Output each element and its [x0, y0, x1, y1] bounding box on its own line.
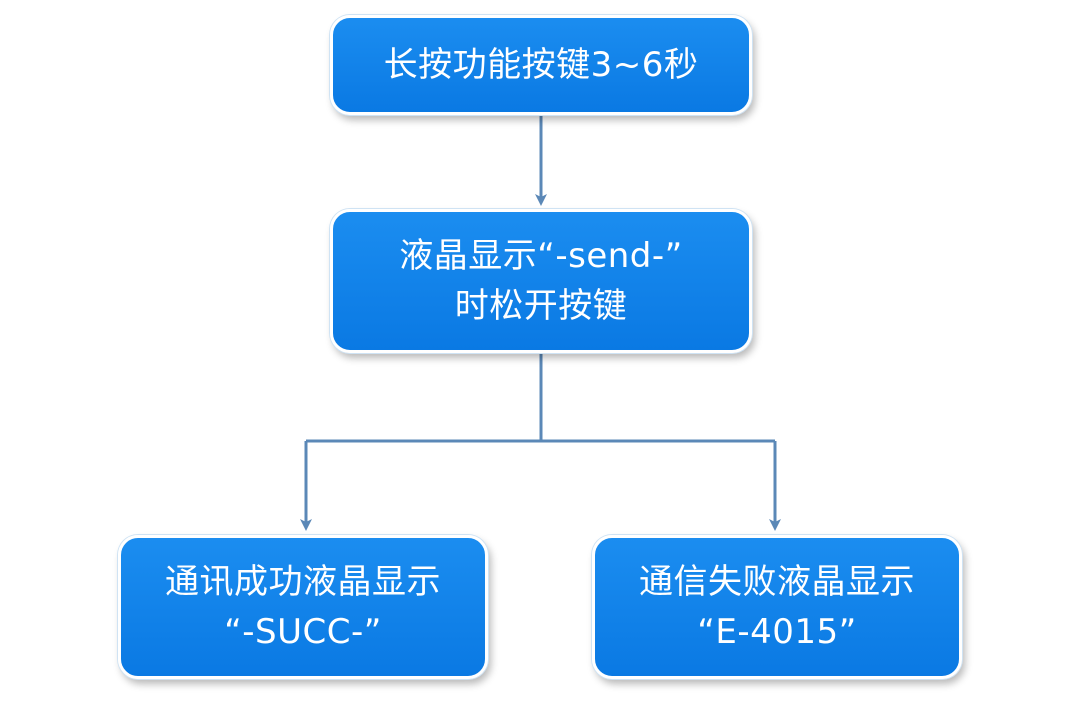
node-display-send: 液晶显示“-send-” 时松开按键	[330, 209, 752, 353]
node-comm-failure-line2: “E-4015”	[697, 612, 857, 652]
node-comm-success-line1: 通讯成功液晶显示	[165, 562, 441, 602]
node-display-send-line1: 液晶显示“-send-”	[399, 236, 683, 276]
node-comm-failure: 通信失败液晶显示 “E-4015”	[592, 535, 962, 679]
node-display-send-line2: 时松开按键	[454, 286, 628, 326]
node-long-press: 长按功能按键3~6秒	[330, 15, 752, 115]
node-comm-success: 通讯成功液晶显示 “-SUCC-”	[118, 535, 488, 679]
node-long-press-text: 长按功能按键3~6秒	[383, 45, 699, 85]
node-comm-failure-line1: 通信失败液晶显示	[639, 562, 915, 602]
node-comm-success-line2: “-SUCC-”	[224, 612, 382, 652]
